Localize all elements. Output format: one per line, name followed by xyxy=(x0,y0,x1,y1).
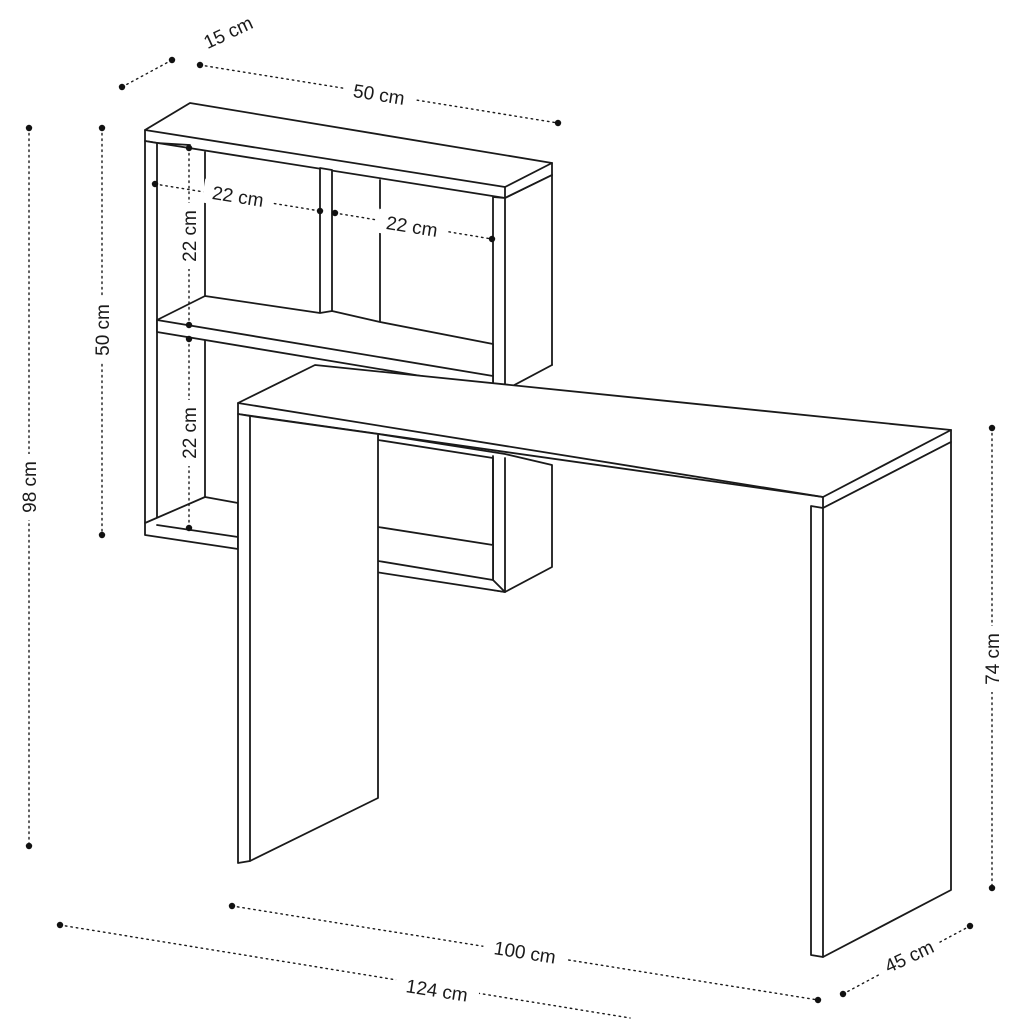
label-shelf-height: 50 cm xyxy=(93,304,114,356)
label-bg xyxy=(177,203,201,269)
shelf-right-side xyxy=(492,196,506,391)
desk-top-right-edge xyxy=(822,429,952,498)
shelf-top-edge xyxy=(144,129,506,188)
dim-dot xyxy=(185,524,193,532)
dim-dot xyxy=(185,321,193,329)
dim-line-total-width xyxy=(59,924,631,1019)
label-bg xyxy=(481,933,569,971)
dim-line-shelf-depth xyxy=(121,59,173,88)
dim-dot xyxy=(168,56,176,64)
label-total-width: 124 cm xyxy=(404,976,469,1006)
label-bg xyxy=(192,7,262,57)
dim-dot xyxy=(118,83,126,91)
dim-dot xyxy=(196,61,204,69)
shelf-left-side xyxy=(144,140,158,526)
dim-dot xyxy=(488,235,496,243)
dim-dot xyxy=(988,884,996,892)
dim-dot xyxy=(25,124,33,132)
label-desk-width: 100 cm xyxy=(492,938,557,968)
dim-line-cubby-right xyxy=(334,212,493,240)
dim-dot xyxy=(988,424,996,432)
label-bg xyxy=(393,971,481,1009)
shelf-right-top xyxy=(504,174,553,199)
shelf-unit xyxy=(144,102,553,550)
label-cubby-height-lower: 22 cm xyxy=(180,407,201,459)
dim-dot xyxy=(25,842,33,850)
shelf-bottom-front xyxy=(156,524,239,538)
dim-dot xyxy=(56,921,64,929)
dim-dot xyxy=(228,902,236,910)
label-bg xyxy=(90,297,114,363)
dim-dot xyxy=(98,124,106,132)
dim-dot xyxy=(839,990,847,998)
shelf-middle-board xyxy=(156,295,494,389)
shelf-middle-front xyxy=(156,319,494,377)
desk xyxy=(237,364,952,958)
label-bg xyxy=(341,76,417,112)
dim-dot xyxy=(554,119,562,127)
label-bg xyxy=(177,400,201,466)
desk-left-leg xyxy=(237,413,379,864)
label-bg xyxy=(17,454,41,520)
label-total-height: 98 cm xyxy=(20,461,41,513)
dim-dot xyxy=(966,922,974,930)
label-bg xyxy=(201,178,275,214)
shelf-left-inner-top xyxy=(156,142,191,146)
label-cubby-height-upper: 22 cm xyxy=(180,210,201,262)
dim-dot xyxy=(151,180,159,188)
label-bg xyxy=(375,208,449,244)
dim-dot xyxy=(98,531,106,539)
label-bg xyxy=(980,626,1004,692)
shelf-bottom-board xyxy=(144,496,239,550)
label-desk-height: 74 cm xyxy=(983,633,1004,685)
dim-dot xyxy=(814,996,822,1004)
dim-dot xyxy=(185,335,193,343)
desk-top-front-edge xyxy=(237,402,824,498)
dim-dot xyxy=(185,144,193,152)
dim-dot xyxy=(331,209,339,217)
dim-dot xyxy=(316,207,324,215)
shelf-top-corner xyxy=(504,162,553,188)
desk-right-leg xyxy=(810,441,952,958)
label-bg xyxy=(874,931,944,981)
